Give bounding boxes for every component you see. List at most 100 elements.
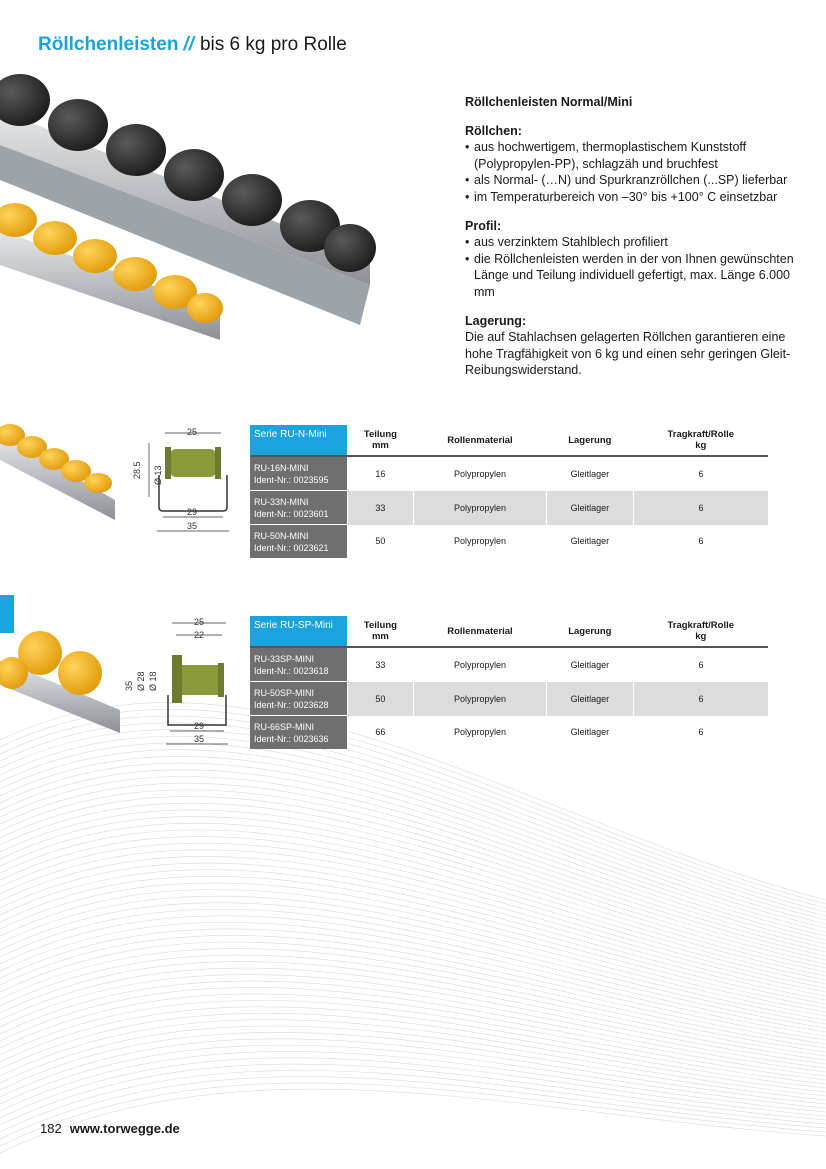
page-title: Röllchenleisten//bis 6 kg pro Rolle (38, 34, 347, 56)
lagerung-heading: Lagerung: (465, 313, 527, 328)
wave-line (0, 756, 826, 933)
ident-number: Ident-Nr.: 0023601 (254, 508, 329, 519)
ident-number: Ident-Nr.: 0023595 (254, 474, 329, 485)
wave-line (0, 862, 826, 997)
cell-lagerung: Gleitlager (545, 647, 634, 682)
product-photo-yellow-rail (0, 424, 115, 520)
list-item: aus verzinktem Stahlblech profiliert (465, 234, 795, 251)
cell-lagerung: Gleitlager (545, 715, 634, 749)
wave-line (0, 980, 826, 1069)
header-tragkraft-unit: kg (695, 631, 707, 642)
dim-top-2: 22 (194, 630, 204, 640)
ident-number: Ident-Nr.: 0023636 (254, 733, 329, 744)
dim-outer: 35 (187, 521, 197, 531)
wave-line (0, 849, 826, 989)
product-photo-spur-rollers (0, 631, 120, 733)
technical-drawing-sp-mini: 25 22 35 Ø 28 Ø 18 29 35 (124, 617, 228, 745)
header-lagerung: Lagerung (546, 616, 634, 648)
dim-diameter-1: Ø 28 (136, 671, 146, 691)
description-heading: Röllchenleisten Normal/Mini (465, 95, 633, 109)
cell-tragkraft: 6 (633, 715, 768, 749)
wave-line (0, 895, 826, 1017)
wave-line (0, 1025, 826, 1097)
wave-line (0, 1070, 826, 1133)
header-teilung-unit: mm (371, 440, 389, 451)
wave-line (0, 729, 826, 917)
wave-line (0, 908, 826, 1025)
cell-lagerung: Gleitlager (545, 490, 634, 525)
roellchen-heading: Röllchen: (465, 123, 522, 138)
cell-teilung: 50 (346, 524, 414, 558)
wave-line (0, 935, 826, 1041)
dim-height: 28.5 (132, 461, 142, 479)
wave-line (0, 802, 826, 961)
wave-line (0, 1012, 826, 1089)
wave-line (0, 967, 826, 1061)
ident-number: Ident-Nr.: 0023621 (254, 542, 329, 553)
wave-line (0, 869, 826, 1001)
wave-line (0, 987, 826, 1073)
cell-material: Polypropylen (413, 456, 547, 491)
title-main: Röllchenleisten (38, 34, 179, 55)
lagerung-text: Die auf Stahlachsen gelagerten Röllchen … (465, 330, 791, 378)
wave-line (0, 1063, 826, 1126)
wave-line (0, 735, 826, 921)
cell-teilung: 33 (346, 647, 414, 682)
wave-line (0, 961, 826, 1057)
wave-line (0, 782, 826, 949)
wave-line (0, 948, 826, 1049)
wave-line (0, 1044, 826, 1109)
cell-material: Polypropylen (413, 715, 547, 749)
wave-line (0, 816, 826, 969)
dim-top: 25 (194, 617, 204, 627)
dim-height: 35 (124, 681, 134, 691)
product-code: RU-33SP-MINI (254, 653, 315, 664)
cell-material: Polypropylen (413, 681, 547, 716)
header-tragkraft-label: Tragkraft/Rolle (667, 429, 735, 440)
cell-tragkraft: 6 (633, 681, 768, 716)
profil-heading: Profil: (465, 218, 502, 233)
black-rollers (0, 74, 376, 272)
dim-inner: 29 (187, 507, 197, 517)
wave-line (0, 776, 826, 945)
list-item: im Temperaturbereich von –30° bis +100° … (465, 189, 795, 206)
cell-teilung: 50 (346, 681, 414, 716)
dim-diameter: Ø 13 (153, 465, 163, 485)
section-accent-bar (0, 595, 14, 633)
product-photo-roller-rails (0, 74, 376, 340)
dim-top: 25 (187, 427, 197, 437)
product-code: RU-66SP-MINI (254, 721, 315, 732)
product-code: RU-50SP-MINI (254, 687, 315, 698)
cell-lagerung: Gleitlager (545, 456, 634, 491)
cell-lagerung: Gleitlager (545, 524, 634, 558)
yellow-rollers (0, 203, 223, 323)
cell-teilung: 66 (346, 715, 414, 749)
header-lagerung: Lagerung (546, 425, 634, 457)
wave-line (0, 742, 826, 925)
dim-inner: 29 (194, 721, 204, 731)
wave-line (0, 822, 826, 973)
cell-teilung: 33 (346, 490, 414, 525)
wave-line (0, 1057, 826, 1119)
page-footer: 182 www.torwegge.de (40, 1121, 180, 1136)
profil-list: aus verzinktem Stahlblech profiliert die… (465, 234, 795, 300)
page-number: 182 (40, 1121, 62, 1136)
website-link[interactable]: www.torwegge.de (69, 1121, 180, 1136)
product-code: RU-50N-MINI (254, 530, 309, 541)
title-separator: // (183, 34, 194, 55)
wave-line (0, 836, 826, 981)
wave-line (0, 889, 826, 1013)
cell-lagerung: Gleitlager (545, 681, 634, 716)
wave-line (0, 749, 826, 929)
